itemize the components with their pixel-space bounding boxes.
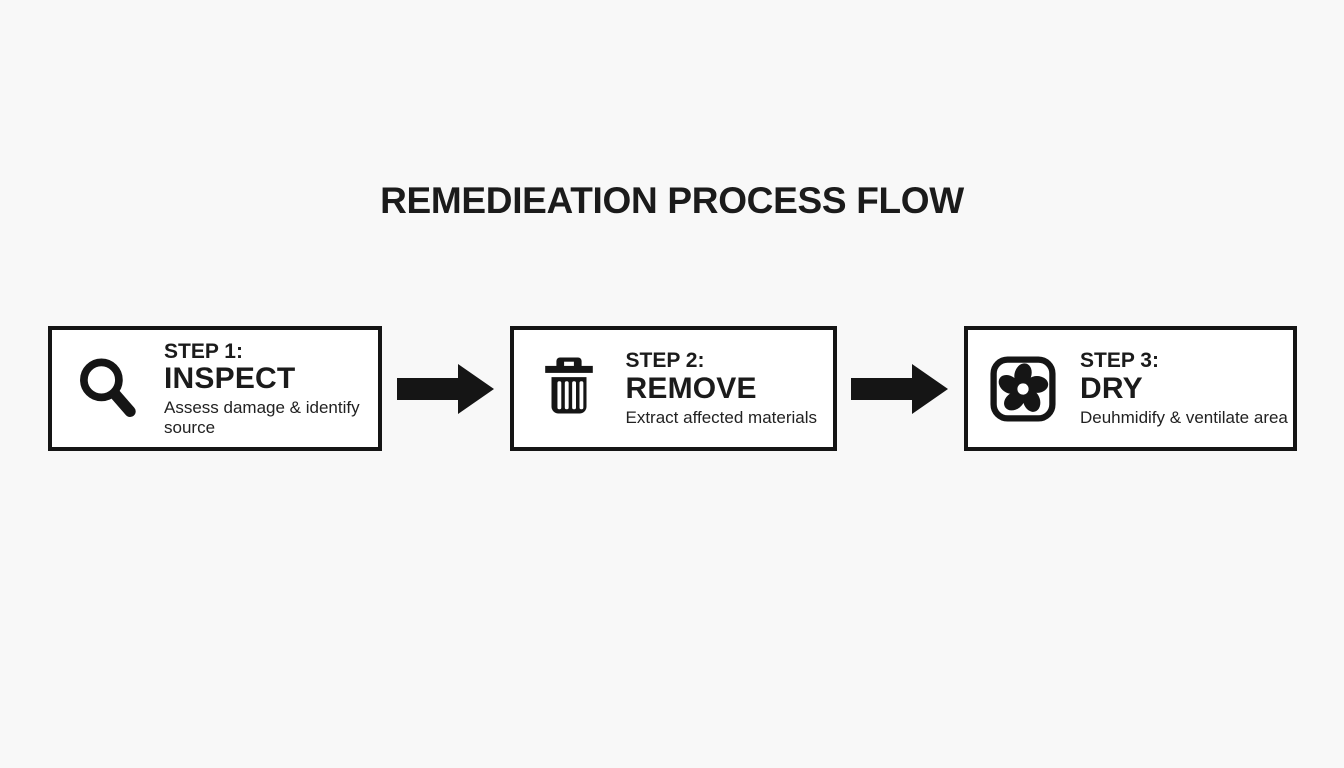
page-title: REMEDIEATION PROCESS FLOW [380, 180, 964, 221]
step-label: STEP 2: [625, 349, 705, 373]
step-label: STEP 3: [1080, 349, 1159, 373]
step-box-inspect: STEP 1: INSPECT Assess damage & identify… [48, 326, 382, 451]
step-label: STEP 1: [164, 339, 243, 363]
step-description: Deuhmidify & ventilate area [1080, 407, 1288, 427]
step-description: Extract affected materials [625, 407, 818, 427]
step-box-dry: STEP 3: DRY Deuhmidify & ventilate area [964, 326, 1297, 451]
right-arrow-icon [851, 363, 949, 415]
step-text-remove: STEP 2: REMOVE Extract affected material… [626, 349, 818, 427]
trash-icon [534, 354, 604, 424]
step-box-remove: STEP 2: REMOVE Extract affected material… [509, 326, 837, 451]
fan-icon [988, 354, 1058, 424]
step-name: DRY [1080, 371, 1143, 405]
magnifier-icon [72, 354, 142, 424]
step-description: Assess damage & identify source [164, 398, 360, 437]
step-text-inspect: STEP 1: INSPECT Assess damage & identify… [164, 340, 370, 438]
step-name: INSPECT [164, 361, 296, 395]
step-text-dry: STEP 3: DRY Deuhmidify & ventilate area [1080, 349, 1288, 427]
right-arrow-icon [396, 363, 495, 415]
step-name: REMOVE [625, 371, 757, 405]
process-flow-row: STEP 1: INSPECT Assess damage & identify… [48, 326, 1297, 451]
